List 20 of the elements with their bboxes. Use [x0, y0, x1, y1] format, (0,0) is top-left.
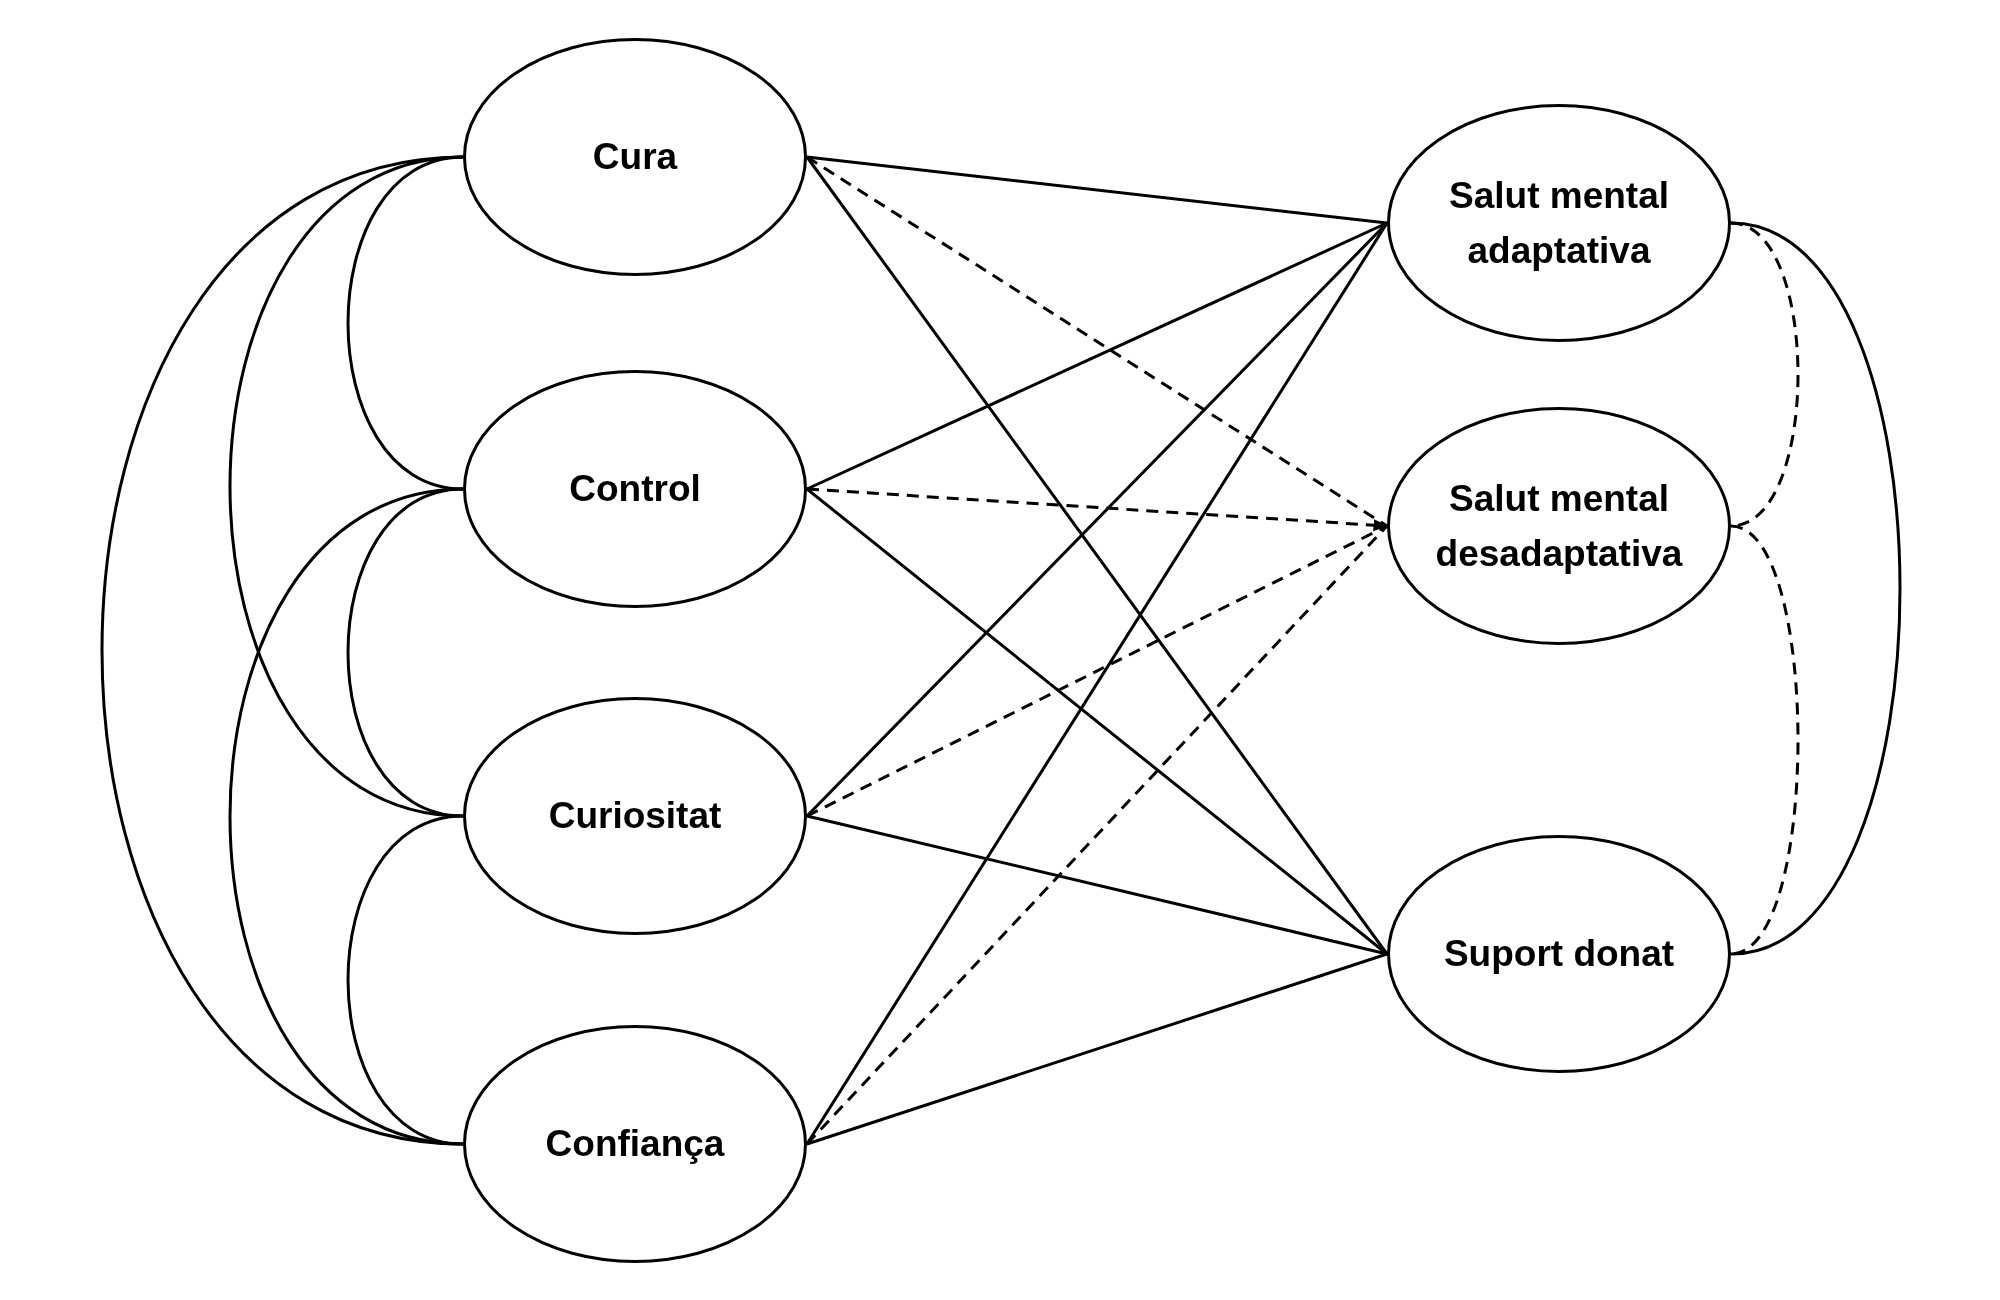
connector-line	[806, 155, 1388, 225]
ellipse-node	[463, 38, 807, 276]
ellipse-node	[1387, 104, 1731, 342]
node-label: Salut mental desadaptativa	[1434, 476, 1684, 576]
node-label: Confiança	[545, 1122, 725, 1167]
ellipse-node	[1387, 835, 1731, 1073]
node-label: Control	[569, 467, 701, 512]
node-label: Curiositat	[548, 794, 722, 839]
connector-line	[1730, 221, 1902, 956]
ellipse-node	[463, 1025, 807, 1263]
connector-line	[228, 487, 464, 1146]
node-label: Suport donat	[1443, 932, 1675, 977]
connector-line	[346, 814, 464, 1146]
connector-line	[101, 155, 464, 1146]
ellipse-node	[463, 370, 807, 608]
ellipse-node	[463, 697, 807, 935]
node-label: Cura	[592, 135, 678, 180]
ellipse-node	[1387, 407, 1731, 645]
node-label: Salut mental adaptativa	[1448, 173, 1670, 273]
connector-line	[806, 952, 1388, 1146]
